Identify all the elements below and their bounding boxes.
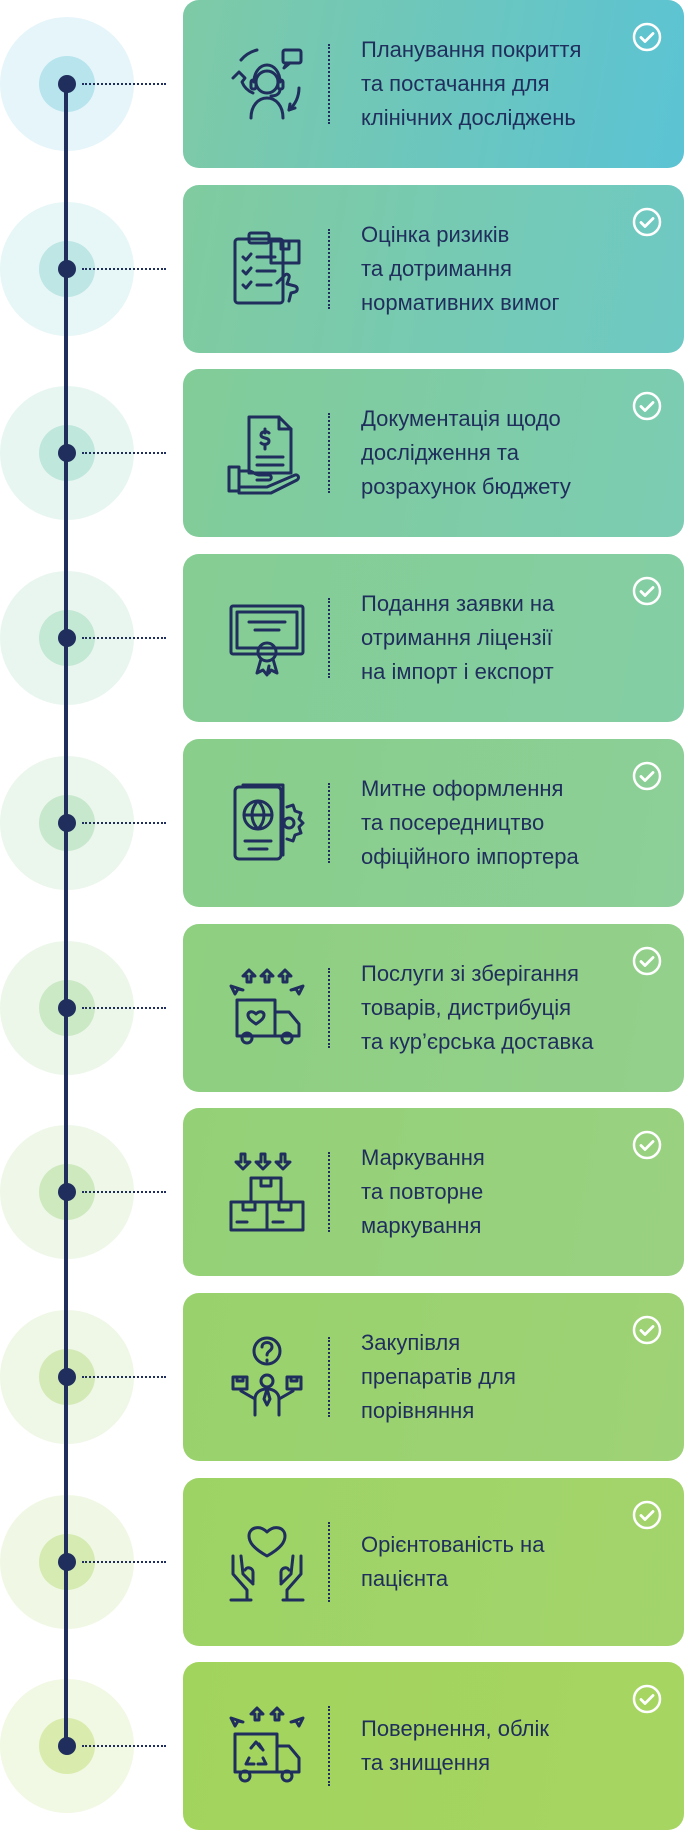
service-card: Маркування та повторне маркування xyxy=(183,1108,684,1276)
service-label: Документація щодо дослідження та розраху… xyxy=(361,406,571,499)
service-card: Повернення, облік та знищення xyxy=(183,1662,684,1830)
service-card: Закупівля препаратів для порівняння xyxy=(183,1293,684,1461)
card-divider xyxy=(328,598,330,678)
card-divider xyxy=(328,783,330,863)
service-label: Подання заявки на отримання ліцензії на … xyxy=(361,591,555,684)
clipboard-checklist-icon xyxy=(221,223,313,315)
check-circle-icon xyxy=(632,207,662,237)
card-divider xyxy=(328,1337,330,1417)
node-connector xyxy=(82,1007,166,1009)
service-label: Послуги зі зберігання товарів, дистрибуц… xyxy=(361,961,594,1054)
delivery-truck-icon xyxy=(221,962,313,1054)
service-label: Оцінка ризиків та дотримання нормативних… xyxy=(361,222,560,315)
check-circle-icon xyxy=(632,22,662,52)
check-circle-icon xyxy=(632,576,662,606)
check-circle-icon xyxy=(632,1500,662,1530)
card-divider xyxy=(328,44,330,124)
node-connector xyxy=(82,1561,166,1563)
card-divider xyxy=(328,1706,330,1786)
check-circle-icon xyxy=(632,391,662,421)
service-label: Повернення, облік та знищення xyxy=(361,1716,549,1775)
service-label: Орієнтованість на пацієнта xyxy=(361,1532,545,1591)
hands-heart-icon xyxy=(221,1516,313,1608)
card-divider xyxy=(328,1522,330,1602)
check-circle-icon xyxy=(632,1315,662,1345)
node-connector xyxy=(82,83,166,85)
service-card: Подання заявки на отримання ліцензії на … xyxy=(183,554,684,722)
node-connector xyxy=(82,1745,166,1747)
service-label: Закупівля препаратів для порівняння xyxy=(361,1330,516,1423)
service-label: Маркування та повторне маркування xyxy=(361,1145,485,1238)
certificate-icon xyxy=(221,592,313,684)
service-card: Митне оформлення та посередництво офіцій… xyxy=(183,739,684,907)
check-circle-icon xyxy=(632,946,662,976)
boxes-arrows-icon xyxy=(221,1146,313,1238)
node-connector xyxy=(82,452,166,454)
check-circle-icon xyxy=(632,761,662,791)
card-divider xyxy=(328,413,330,493)
service-card: Документація щодо дослідження та розраху… xyxy=(183,369,684,537)
service-card: Планування покриття та постачання для кл… xyxy=(183,0,684,168)
node-connector xyxy=(82,268,166,270)
node-connector xyxy=(82,822,166,824)
passport-globe-icon xyxy=(221,777,313,869)
invoice-hand-icon xyxy=(221,407,313,499)
check-circle-icon xyxy=(632,1684,662,1714)
check-circle-icon xyxy=(632,1130,662,1160)
node-connector xyxy=(82,1191,166,1193)
service-label: Планування покриття та постачання для кл… xyxy=(361,37,582,130)
timeline-line xyxy=(64,83,68,1748)
service-label: Митне оформлення та посередництво офіцій… xyxy=(361,776,579,869)
person-question-icon xyxy=(221,1331,313,1423)
card-divider xyxy=(328,1152,330,1232)
card-divider xyxy=(328,229,330,309)
service-card: Орієнтованість на пацієнта xyxy=(183,1478,684,1646)
service-card: Оцінка ризиків та дотримання нормативних… xyxy=(183,185,684,353)
card-divider xyxy=(328,968,330,1048)
headset-operator-icon xyxy=(221,38,313,130)
node-connector xyxy=(82,637,166,639)
recycle-truck-icon xyxy=(221,1700,313,1792)
node-connector xyxy=(82,1376,166,1378)
service-card: Послуги зі зберігання товарів, дистрибуц… xyxy=(183,924,684,1092)
